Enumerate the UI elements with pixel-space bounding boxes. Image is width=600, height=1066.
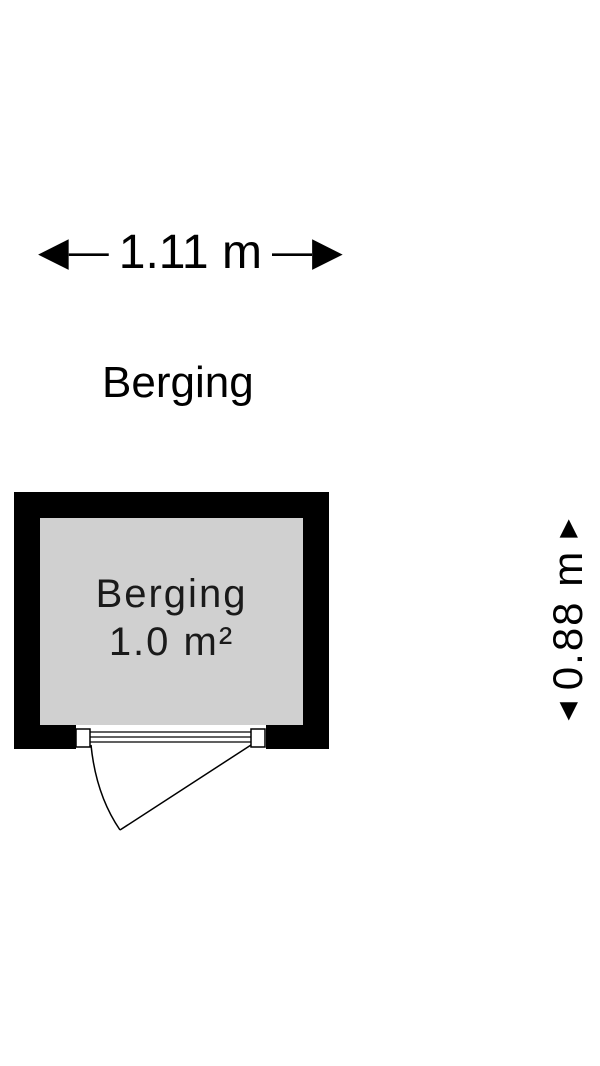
arrow-left-icon: ◀—	[38, 230, 109, 274]
arrow-right-icon: —▶	[271, 230, 343, 274]
arrow-down-icon: ◀	[554, 702, 581, 721]
room-area: 1.0 m²	[108, 620, 235, 664]
door-swing-arc	[90, 744, 121, 831]
width-dimension-label: 1.11 m	[118, 225, 262, 279]
room-name: Berging	[95, 572, 248, 616]
height-dimension-label: 0.88 m	[544, 549, 591, 691]
arrow-up-icon: ▶	[554, 519, 581, 538]
door-frame-left	[75, 728, 91, 748]
room-floor	[40, 518, 303, 725]
room-label: Berging 1.0 m²	[40, 570, 303, 666]
width-dimension: ◀— 1.11 m —▶	[38, 222, 343, 282]
door-leaf	[119, 744, 252, 831]
floor-title: Berging	[102, 358, 254, 407]
door-frame-right	[250, 728, 266, 748]
